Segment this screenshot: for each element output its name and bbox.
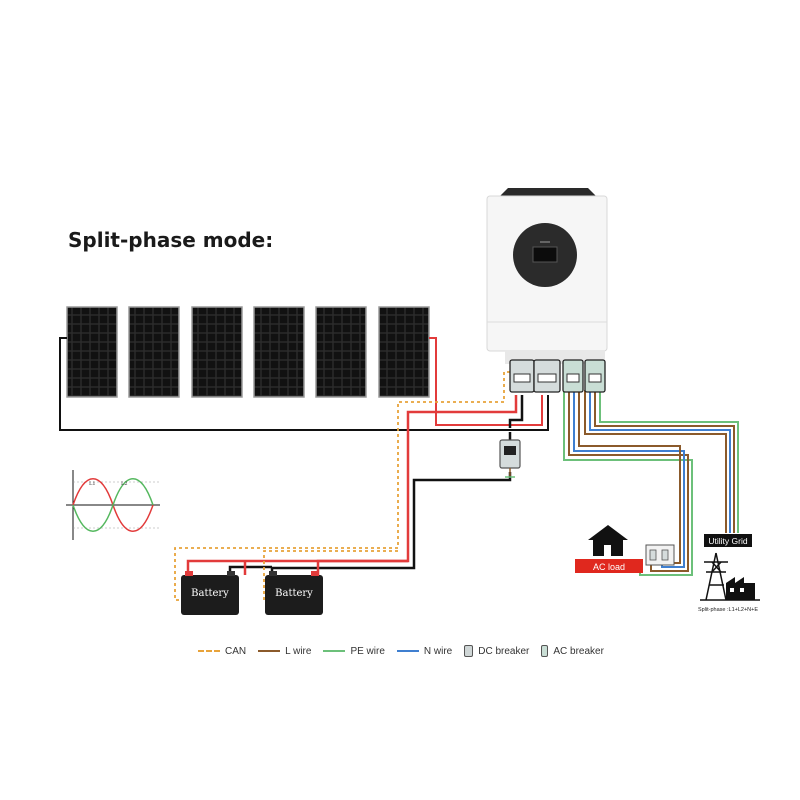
ac-breaker-icon <box>541 645 549 657</box>
pe-wire-swatch <box>323 650 346 652</box>
battery-negative-link <box>228 565 272 575</box>
solar-panel <box>315 306 367 398</box>
solar-panel <box>66 306 118 398</box>
house-icon <box>588 525 628 556</box>
legend-item-pe-wire: PE wire <box>323 645 385 657</box>
split-phase-waveform: L1 L2 <box>66 470 160 540</box>
l-wire-swatch <box>258 650 281 652</box>
inverter-terminals <box>509 359 606 393</box>
legend-label: N wire <box>423 645 453 657</box>
solar-panel-array <box>66 306 430 398</box>
battery-positive-link <box>243 559 408 575</box>
legend-label: CAN <box>225 645 247 657</box>
solar-panel <box>378 306 430 398</box>
page-title: Split-phase mode: <box>68 228 274 252</box>
battery-1: Battery <box>181 571 239 615</box>
ac-load: AC load <box>575 525 675 573</box>
legend-label: PE wire <box>350 645 385 657</box>
battery-1-label: Battery <box>191 588 229 599</box>
battery-2: Battery <box>265 571 323 615</box>
n-wire-swatch <box>396 650 419 652</box>
legend-item-n-wire: N wire <box>396 645 453 657</box>
l2-label: L2 <box>121 481 128 487</box>
ac-load-wiring <box>563 390 693 576</box>
inverter-lcd-screen <box>532 246 558 263</box>
inverter <box>486 188 608 364</box>
legend-label: L wire <box>285 645 312 657</box>
can-swatch <box>198 650 220 652</box>
solar-panel <box>253 306 305 398</box>
dc-breaker-icon <box>499 439 521 478</box>
legend-label: DC breaker <box>478 645 530 657</box>
ac-grid-wiring <box>584 390 739 533</box>
legend-item-can: CAN <box>198 646 246 657</box>
battery-2-label: Battery <box>275 588 313 599</box>
solar-panel <box>191 306 243 398</box>
power-tower-icon <box>704 552 728 601</box>
can-wire-link <box>263 550 398 600</box>
utility-grid: Utility Grid Split-phase :L1+L2+N+E <box>698 534 760 613</box>
legend: CAN L wire PE wire N wire DC breaker AC … <box>198 641 604 661</box>
utility-grid-label: Utility Grid <box>708 536 747 546</box>
legend-item-ac-breaker: AC breaker <box>541 645 604 657</box>
solar-panel <box>128 306 180 398</box>
utility-grid-badge <box>704 534 752 547</box>
legend-item-dc-breaker: DC breaker <box>464 645 529 657</box>
ac-load-label: AC load <box>593 562 625 572</box>
l1-label: L1 <box>89 481 96 487</box>
legend-item-l-wire: L wire <box>258 646 311 657</box>
l2-sine-wave <box>72 478 154 532</box>
can-wire <box>174 371 510 601</box>
battery-positive-wire <box>186 395 518 575</box>
dc-breaker-icon <box>464 645 474 657</box>
ac-load-badge <box>575 559 643 573</box>
grid-caption: Split-phase :L1+L2+N+E <box>698 607 758 613</box>
inverter-heatsink <box>500 188 596 196</box>
pv-positive-wire <box>429 337 543 426</box>
legend-label: AC breaker <box>553 645 604 657</box>
pv-negative-wire <box>59 337 549 431</box>
